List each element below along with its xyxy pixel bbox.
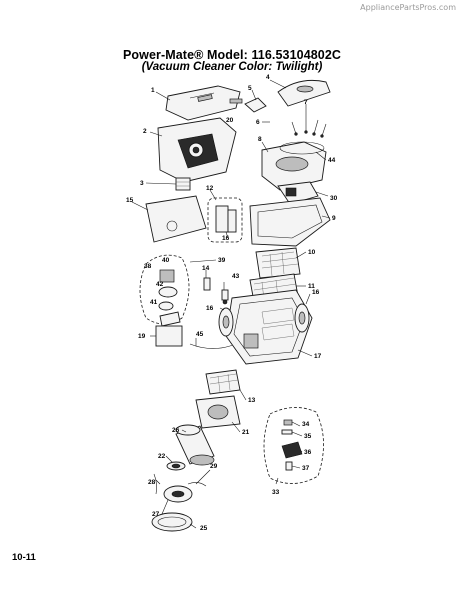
part-switch-assembly [263, 407, 324, 484]
part-motor [175, 424, 215, 466]
callout-43: 43 [232, 273, 240, 280]
callout-26: 26 [172, 427, 180, 434]
callout-2: 2 [143, 128, 147, 135]
callout-labels: 1 2 3 4 5 6 7 8 9 10 11 12 13 14 15 16 1… [126, 74, 338, 532]
part-hood [249, 197, 331, 247]
callout-29: 29 [210, 463, 218, 470]
diagram-subtitle: (Vacuum Cleaner Color: Twilight) [141, 61, 323, 73]
callout-36: 36 [304, 449, 312, 456]
part-screws [291, 118, 327, 138]
callout-1: 1 [151, 87, 155, 94]
callout-44: 44 [328, 157, 336, 164]
callout-12: 12 [206, 185, 214, 192]
page-number: 10-11 [12, 552, 36, 563]
callout-15: 15 [126, 197, 134, 204]
callout-39: 39 [218, 257, 226, 264]
part-top-cover [165, 85, 241, 121]
part-motor-bracket [277, 181, 319, 205]
callout-35: 35 [304, 433, 312, 440]
callout-4: 4 [266, 74, 270, 81]
callout-17: 17 [314, 353, 322, 360]
callout-14: 14 [202, 265, 210, 272]
part-small-filter [175, 177, 191, 191]
callout-25: 25 [200, 525, 208, 532]
watermark: AppliancePartsPros.com [360, 3, 456, 12]
callout-20: 20 [226, 117, 234, 124]
callout-6: 6 [256, 119, 260, 126]
callout-13: 13 [248, 397, 256, 404]
callout-19: 19 [138, 333, 146, 340]
part-filter-housing [157, 117, 237, 183]
callout-8: 8 [258, 136, 262, 143]
callout-5: 5 [248, 85, 252, 92]
callout-33: 33 [272, 489, 280, 496]
callout-45: 45 [196, 331, 204, 338]
part-motor-cover [195, 395, 241, 429]
part-latch [244, 97, 267, 113]
part-grip-assembly [139, 254, 190, 327]
callout-38: 38 [144, 263, 152, 270]
callout-34: 34 [302, 421, 310, 428]
callout-30: 30 [330, 195, 338, 202]
part-exhaust-filter [255, 247, 301, 279]
callout-7: 7 [304, 99, 308, 106]
callout-16a: 16 [222, 235, 230, 242]
callout-22: 22 [158, 453, 166, 460]
part-exhaust-ring [151, 512, 193, 532]
callout-41: 41 [150, 299, 158, 306]
part-hose-cover [277, 79, 331, 107]
callout-37: 37 [302, 465, 310, 472]
leader-lines [131, 79, 331, 529]
callout-10: 10 [308, 249, 316, 256]
callout-3: 3 [140, 180, 144, 187]
part-handle-clip [229, 98, 243, 104]
callout-28: 28 [148, 479, 156, 486]
callout-16b: 16 [312, 289, 320, 296]
callout-9: 9 [332, 215, 336, 222]
callout-42: 42 [156, 281, 164, 288]
part-dust-bag [145, 195, 207, 243]
part-wire [153, 473, 157, 495]
part-small-springs [203, 277, 229, 305]
callout-40: 40 [162, 257, 170, 264]
callout-21: 21 [242, 429, 250, 436]
callout-16c: 16 [206, 305, 214, 312]
part-pad [155, 325, 183, 347]
part-fan [163, 482, 207, 503]
part-upper-body [261, 141, 327, 191]
part-motor-gasket [166, 461, 186, 471]
part-bag-holder [207, 197, 243, 243]
part-wheels [218, 303, 310, 337]
callout-11: 11 [308, 283, 315, 290]
diagram-title: Power-Mate® Model: 116.53104802C [122, 48, 342, 62]
part-bottom-filter [205, 369, 241, 395]
callout-27: 27 [152, 511, 160, 518]
